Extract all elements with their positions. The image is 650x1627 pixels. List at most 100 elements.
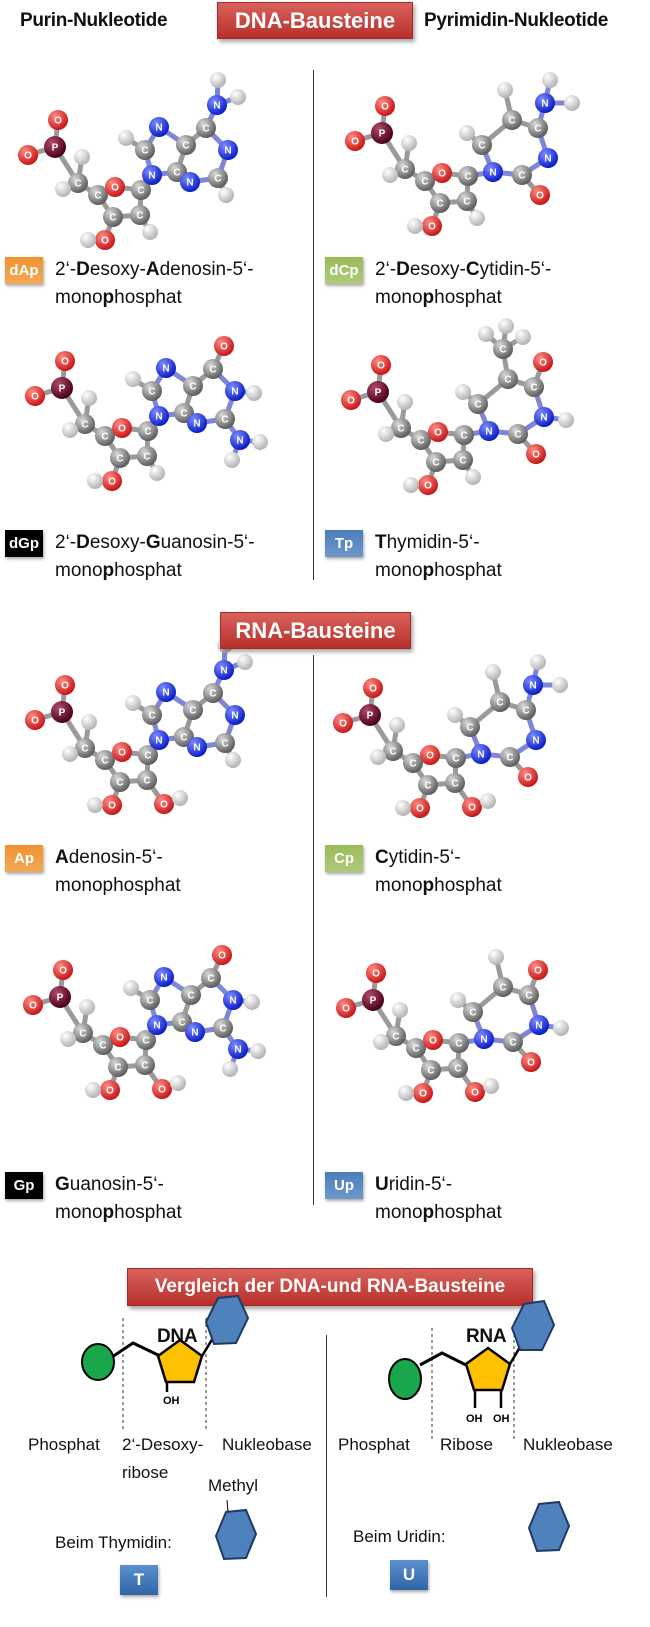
atom-symbol: C (142, 1036, 149, 1047)
atom-O (413, 1083, 433, 1103)
atom-O (530, 185, 550, 205)
atom-H (401, 135, 417, 151)
atom-symbol: N (155, 736, 162, 747)
atom-O (152, 1079, 172, 1099)
atom-symbol: O (428, 222, 436, 233)
atom-H (370, 749, 386, 765)
atom-symbol: N (162, 364, 169, 375)
atom-C (176, 135, 196, 155)
purine-heading: Purin-Nukleotide (20, 10, 168, 31)
atom-O (371, 355, 391, 375)
atom-symbol: C (137, 186, 144, 197)
atom-H (552, 677, 568, 693)
bold-letter: p (102, 287, 115, 308)
atom-O (418, 475, 438, 495)
atom-symbol: O (471, 1088, 479, 1099)
atom-symbol: C (421, 177, 428, 188)
atom-H (389, 717, 405, 733)
atom-symbol: N (220, 666, 227, 677)
atom-P (51, 377, 73, 399)
atom-C (453, 450, 473, 470)
atom-symbol: C (518, 171, 525, 182)
nucleotide-name-line-1: Adenosin-5‘- (55, 844, 163, 872)
atom-C (103, 207, 123, 227)
atom-C (108, 1057, 128, 1077)
bold-letter: T (375, 532, 387, 553)
nucleobase-label: Nukleobase (523, 1435, 613, 1454)
atom-symbol: O (419, 1089, 427, 1100)
atom-symbol: O (31, 716, 39, 727)
u-badge: U (390, 1560, 428, 1590)
name-part: mono (55, 1202, 103, 1223)
atom-symbol: O (372, 969, 380, 980)
atom-N (187, 413, 207, 433)
sugar-label-2: ribose (122, 1463, 169, 1482)
atom-N (187, 737, 207, 757)
atom-N (154, 967, 174, 987)
atom-symbol: C (417, 436, 424, 447)
atom-C (395, 159, 415, 179)
rna-title: RNA (466, 1326, 507, 1347)
atom-symbol: O (160, 800, 168, 811)
atom-symbol: C (182, 141, 189, 152)
atom-O (154, 794, 174, 814)
atom-O (23, 995, 43, 1015)
atom-symbol: C (81, 420, 88, 431)
atom-C (458, 166, 478, 186)
atom-symbol: C (141, 1061, 148, 1072)
dna-banner: DNA-Bausteine (217, 2, 413, 39)
nucleotide-name-line-2: monophosphat (375, 284, 502, 312)
atom-C (445, 773, 465, 793)
atom-symbol: C (79, 1029, 86, 1040)
name-part: esoxy- (409, 259, 466, 280)
badge-dGp: dGp (5, 530, 43, 557)
atom-symbol: O (342, 1004, 350, 1015)
bold-letter: D (396, 259, 410, 280)
atom-symbol: O (106, 1086, 114, 1097)
atom-H (81, 390, 97, 406)
atom-symbol: C (436, 199, 443, 210)
atom-symbol: O (339, 719, 347, 730)
atom-C (75, 738, 95, 758)
atom-C (528, 118, 548, 138)
thymidin-label: Beim Thymidin: (55, 1533, 172, 1552)
atom-C (183, 700, 203, 720)
atom-symbol: P (367, 711, 374, 722)
bold-letter: U (375, 1174, 389, 1195)
atom-H (125, 695, 141, 711)
atom-symbol: C (144, 427, 151, 438)
atom-C (137, 446, 157, 466)
nucleotide-name-line-2: monophosphat (375, 557, 502, 585)
atom-C (208, 168, 228, 188)
bold-letter: p (102, 560, 115, 581)
atom-P (362, 989, 384, 1011)
atom-symbol: O (434, 428, 442, 439)
atom-H (142, 224, 158, 240)
t-badge: T (120, 1565, 158, 1595)
atom-C (95, 426, 115, 446)
atom-O (420, 745, 440, 765)
atom-symbol: C (509, 1038, 516, 1049)
atom-symbol: C (221, 739, 228, 750)
atom-symbol: C (466, 723, 473, 734)
atom-C (137, 770, 157, 790)
atom-C (468, 394, 488, 414)
name-part: 2‘- (375, 259, 397, 280)
bold-letter: G (55, 1174, 70, 1195)
atom-H (459, 125, 475, 141)
atom-C (135, 140, 155, 160)
atom-symbol: N (153, 1021, 160, 1032)
atom-symbol: P (57, 993, 64, 1004)
atom-H (403, 477, 419, 493)
atom-C (454, 425, 474, 445)
nucleotide-name-line-2: monophosphat (375, 1199, 502, 1227)
atom-N (225, 705, 245, 725)
atom-symbol: C (451, 779, 458, 790)
atom-symbol: C (499, 345, 506, 356)
atom-symbol: C (143, 776, 150, 787)
atom-symbol: C (221, 415, 228, 426)
atom-symbol: O (351, 137, 359, 148)
nucleotide-name-line-2: monophosphat (55, 284, 182, 312)
nucleotide-name-line-2: monophosphat (55, 1199, 182, 1227)
